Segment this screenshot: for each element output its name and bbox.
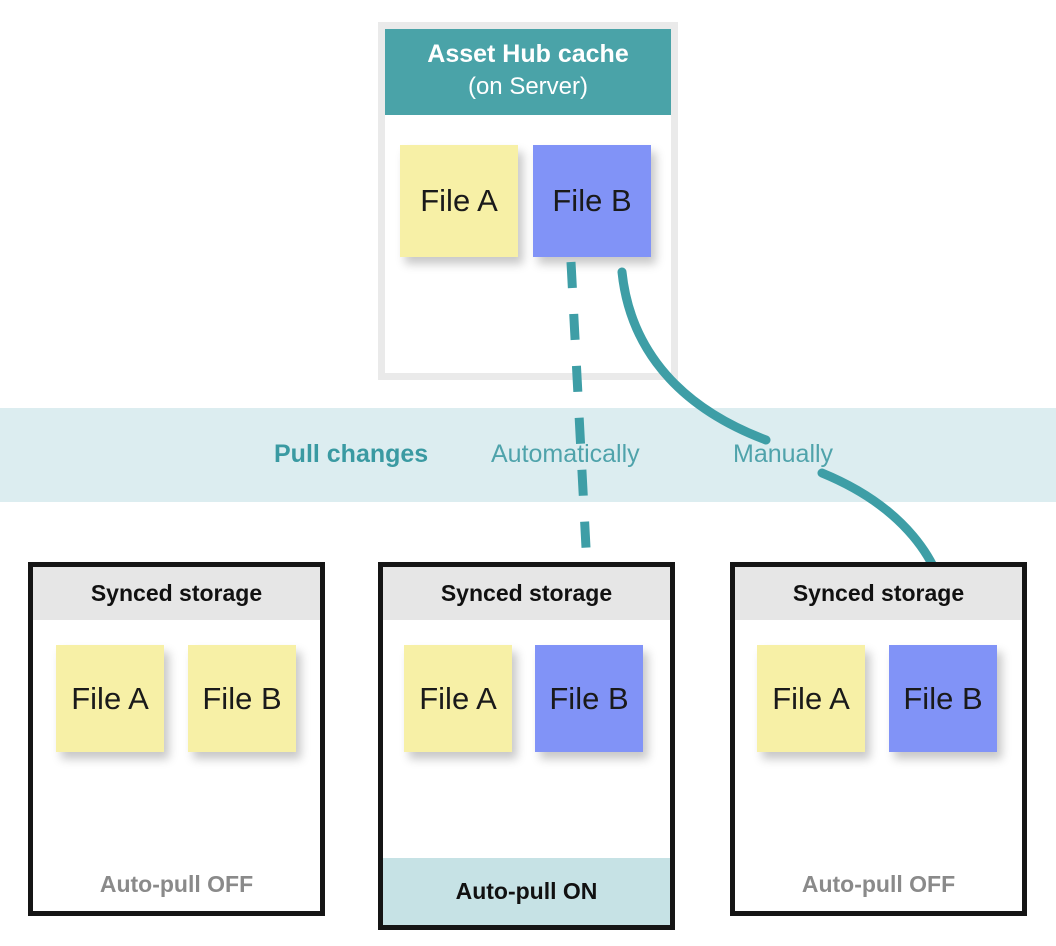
- auto-pull-status-1: Auto-pull OFF: [33, 858, 320, 911]
- asset-hub-cache-title: Asset Hub cache: [427, 40, 629, 68]
- storage-header-label: Synced storage: [440, 580, 613, 606]
- asset-hub-cache-header: Asset Hub cache (on Server): [385, 29, 671, 115]
- storage-1-note-file-a: File A: [56, 645, 164, 752]
- auto-pull-label: Auto-pull OFF: [99, 871, 254, 897]
- note-label: File A: [772, 680, 850, 716]
- synced-storage-header-3: Synced storage: [735, 567, 1022, 620]
- auto-pull-label: Auto-pull OFF: [801, 871, 956, 897]
- automatic-mode-label: Automatically: [491, 440, 640, 468]
- storage-header-label: Synced storage: [90, 580, 263, 606]
- note-label: File A: [419, 680, 497, 716]
- storage-1-note-file-b: File B: [188, 645, 296, 752]
- asset-hub-cache-subtitle: (on Server): [467, 73, 589, 100]
- auto-pull-label: Auto-pull ON: [455, 878, 598, 904]
- note-label: File A: [420, 183, 498, 218]
- storage-3-note-file-a: File A: [757, 645, 865, 752]
- note-label: File B: [549, 680, 629, 716]
- note-label: File A: [71, 680, 149, 716]
- note-label: File B: [552, 183, 632, 218]
- manual-mode-label: Manually: [733, 440, 834, 468]
- storage-header-label: Synced storage: [792, 580, 965, 606]
- storage-2-note-file-a: File A: [404, 645, 512, 752]
- note-label: File B: [202, 680, 282, 716]
- auto-pull-status-3: Auto-pull OFF: [735, 858, 1022, 911]
- synced-storage-header-1: Synced storage: [33, 567, 320, 620]
- auto-pull-status-2: Auto-pull ON: [383, 858, 670, 925]
- note-label: File B: [903, 680, 983, 716]
- synced-storage-header-2: Synced storage: [383, 567, 670, 620]
- cache-note-file-a: File A: [400, 145, 518, 257]
- storage-3-note-file-b: File B: [889, 645, 997, 752]
- cache-note-file-b: File B: [533, 145, 651, 257]
- storage-2-note-file-b: File B: [535, 645, 643, 752]
- pull-changes-label: Pull changes: [274, 440, 429, 468]
